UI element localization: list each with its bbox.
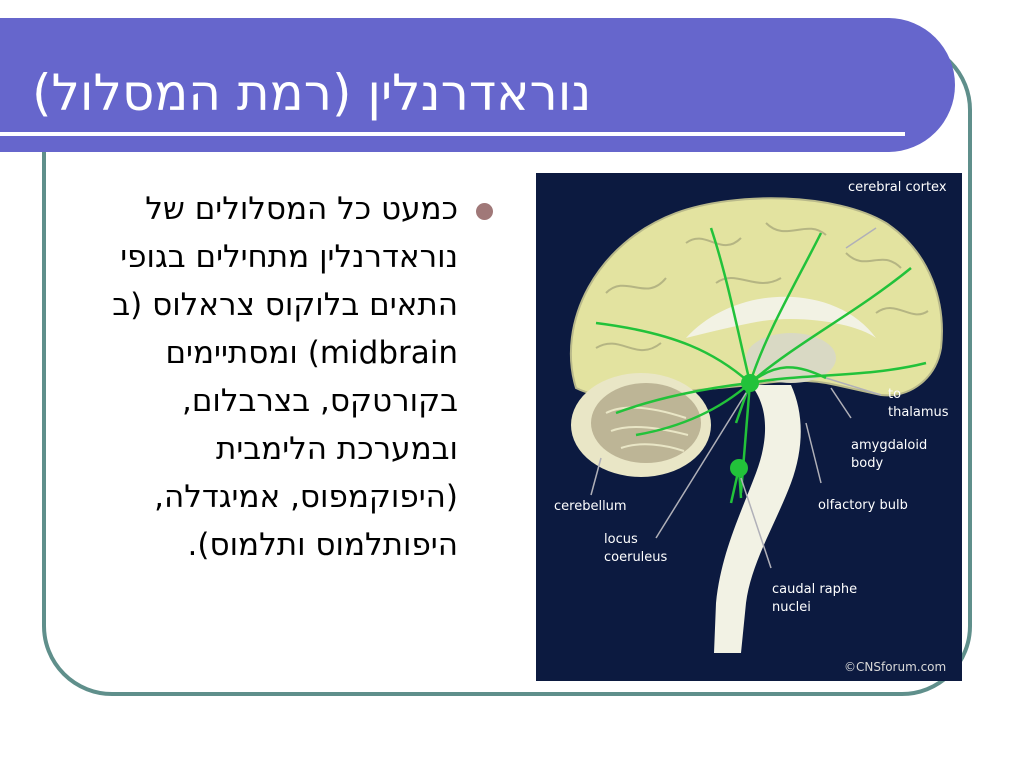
brain-diagram: cerebral cortex to thalamus amygdaloid b… bbox=[536, 173, 962, 681]
label-coeruleus: coeruleus bbox=[604, 550, 668, 565]
bullet-text: כמעט כל המסלולים של נוראדרנלין מתחילים ב… bbox=[112, 191, 458, 563]
noradrenaline-pathways bbox=[595, 227, 927, 504]
cerebellum-inner bbox=[591, 383, 701, 463]
label-olfactory-bulb: olfactory bulb bbox=[818, 498, 908, 513]
label-caudal-raphe: caudal raphe bbox=[772, 582, 857, 597]
slide-title: נוראדרנלין (רמת המסלול) bbox=[32, 64, 592, 122]
cerebellum-folia bbox=[605, 406, 689, 452]
label-body: body bbox=[851, 456, 883, 471]
label-amygdaloid: amygdaloid bbox=[851, 438, 927, 453]
brainstem bbox=[714, 385, 801, 653]
title-underline bbox=[0, 132, 905, 136]
bullet-dot bbox=[476, 203, 493, 220]
locus-coeruleus-nucleus bbox=[741, 374, 759, 392]
caudal-raphe-nucleus bbox=[730, 459, 748, 477]
label-cerebellum: cerebellum bbox=[554, 499, 627, 514]
label-thalamus: thalamus bbox=[888, 405, 949, 420]
brain-diagram-svg: cerebral cortex to thalamus amygdaloid b… bbox=[536, 173, 962, 681]
label-locus: locus bbox=[604, 532, 638, 547]
title-bar: נוראדרנלין (רמת המסלול) bbox=[0, 18, 955, 152]
label-cerebral-cortex: cerebral cortex bbox=[848, 180, 947, 195]
credit-text: ©CNSforum.com bbox=[844, 660, 946, 674]
label-to: to bbox=[888, 387, 901, 402]
cortex-gyri bbox=[595, 222, 929, 352]
leader-lines bbox=[590, 227, 882, 569]
label-nuclei: nuclei bbox=[772, 600, 811, 615]
